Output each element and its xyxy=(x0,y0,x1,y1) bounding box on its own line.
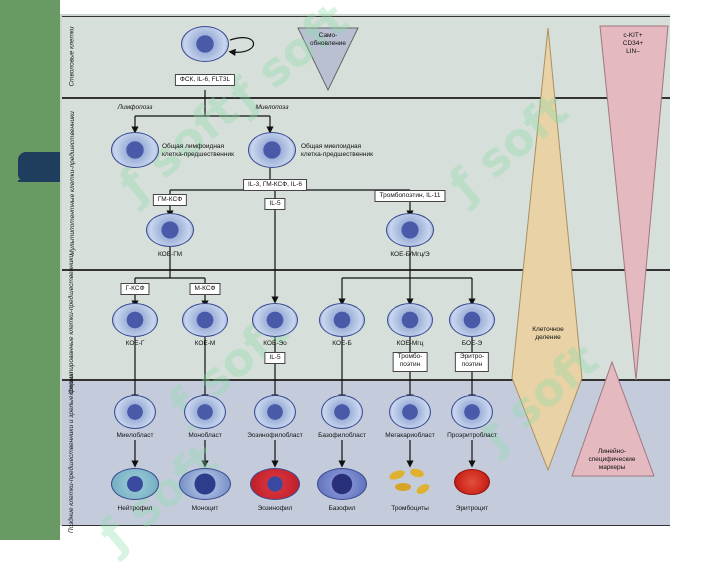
blast-label: Мегакариобласт xyxy=(385,432,435,439)
eosinophil-cell xyxy=(250,468,300,500)
blast-label: Миелобласт xyxy=(116,432,154,439)
cfu-g-cell xyxy=(112,303,158,337)
lymphopoiesis-label: Лимфопоэз xyxy=(117,104,153,111)
self-renewal-label: Само- обновление xyxy=(309,32,347,47)
slide-dash xyxy=(18,180,26,182)
cfu-gm-cell xyxy=(146,213,194,247)
il5-top-box: IL-5 xyxy=(264,198,286,210)
stem-markers-label: c-KIT+ CD34+ LIN– xyxy=(622,32,644,55)
cell-division-cone xyxy=(511,27,583,472)
slide-tab xyxy=(18,152,62,182)
bfu-e-cell xyxy=(449,303,495,337)
basophil-cell xyxy=(317,468,367,500)
basophiloblast-cell xyxy=(321,395,363,429)
cfu-m-label: КОЕ-М xyxy=(194,340,216,347)
cfu-b-label: КОЕ-Б xyxy=(332,340,352,347)
g-csf-box: Г-КСФ xyxy=(120,283,150,295)
lymphoid-progenitor-cell xyxy=(111,132,159,168)
proerythroblast-cell xyxy=(451,395,493,429)
monoblast-cell xyxy=(184,395,226,429)
cfu-meg-cell xyxy=(387,303,433,337)
mature-label: Базофил xyxy=(328,505,356,512)
left-green-bar xyxy=(0,0,60,540)
cfu-eo-label: КОЕ-Эо xyxy=(263,340,287,347)
cfu-gemm-label: КОЕ-Б/Мгц/Э xyxy=(390,251,430,258)
myeloblast-cell xyxy=(114,395,156,429)
erythropoietin-box: Эритро- поэтин xyxy=(454,352,490,372)
thrombopoietin-il11-box: Тромбопоэтин, IL-11 xyxy=(374,190,446,202)
cfu-eo-cell xyxy=(252,303,298,337)
mature-label: Тромбоциты xyxy=(391,505,429,512)
blast-label: Проэритробласт xyxy=(447,432,497,439)
lineage-markers-cone xyxy=(571,360,655,477)
erythrocyte-cell xyxy=(454,469,490,495)
cfu-gemm-cell xyxy=(386,213,434,247)
band-stem xyxy=(62,16,670,98)
bfu-e-label: БОЕ-Э xyxy=(461,340,483,347)
blast-label: Монобласт xyxy=(188,432,222,439)
self-renewal-triangle xyxy=(297,27,359,92)
mature-label: Эритроцит xyxy=(455,505,489,512)
myeloid-progenitor-cell xyxy=(248,132,296,168)
myeloid-progenitor-label: Общая миелоидная клетка-предшественник xyxy=(301,143,373,158)
cfu-meg-label: КОЕ-Мгц xyxy=(396,340,424,347)
eosinophiloblast-cell xyxy=(254,395,296,429)
stem-markers-cone xyxy=(599,25,669,381)
cfu-gm-label: КОЕ-ГМ xyxy=(157,251,183,258)
il3-gmcsf-box: IL-3, ГМ-КСФ, IL-6 xyxy=(243,179,307,191)
gm-csf-box: ГМ-КСФ xyxy=(152,194,188,206)
cfu-b-cell xyxy=(319,303,365,337)
lymphoid-progenitor-label: Общая лимфоидная клетка-предшественник xyxy=(162,143,234,158)
platelets-icon xyxy=(389,468,430,494)
m-csf-box: М-КСФ xyxy=(189,283,221,295)
myelopoiesis-label: Миелопоэз xyxy=(255,104,289,111)
mature-label: Нейтрофил xyxy=(117,505,153,512)
il5-bottom-box: IL-5 xyxy=(264,352,286,364)
megakaryoblast-cell xyxy=(389,395,431,429)
stem-cell xyxy=(181,26,229,62)
lineage-markers-label: Линейно- специфические маркеры xyxy=(588,448,636,471)
cytokines-box: ФСК, IL-6, FLT3L xyxy=(174,74,236,86)
blast-label: Эозинофилобласт xyxy=(247,432,303,439)
cfu-g-label: КОЕ-Г xyxy=(125,340,145,347)
mature-label: Моноцит xyxy=(191,505,219,512)
cfu-m-cell xyxy=(182,303,228,337)
cell-division-label: Клеточное деление xyxy=(532,326,564,341)
neutrophil-cell xyxy=(111,468,159,500)
thrombopoietin-box: Тромбо- поэтин xyxy=(392,352,428,372)
monocyte-cell xyxy=(179,468,231,500)
blast-label: Базофилобласт xyxy=(318,432,366,439)
mature-label: Эозинофил xyxy=(257,505,293,512)
